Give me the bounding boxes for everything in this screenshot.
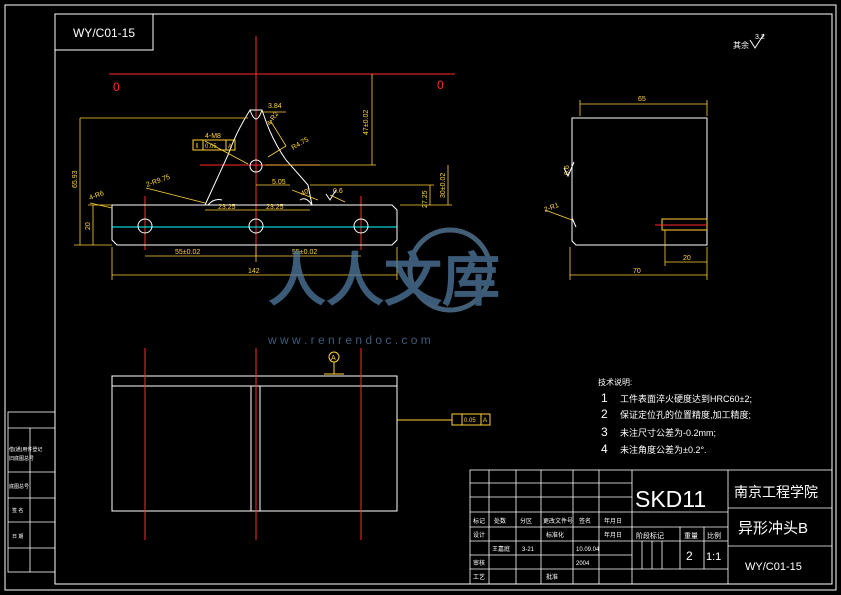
- note-4: 4 未注角度公差为±0.2°.: [601, 442, 707, 456]
- svg-text:审核: 审核: [473, 559, 485, 567]
- ratio-value: 1:1: [706, 551, 721, 563]
- side-dim-0-6: 0.6: [564, 165, 571, 175]
- weight-label: 重量: [684, 532, 698, 540]
- school-text: 南京工程学院: [734, 484, 818, 500]
- svg-text:年月日: 年月日: [604, 531, 622, 539]
- watermark: 人人文库 w w w . r e n r e n d o c . c o m: [267, 227, 500, 347]
- svg-text:保证定位孔的位置精度,加工精度;: 保证定位孔的位置精度,加工精度;: [620, 409, 751, 420]
- svg-text:4: 4: [601, 442, 608, 456]
- svg-text:1: 1: [601, 391, 608, 405]
- svg-text:批准: 批准: [546, 573, 558, 581]
- dim-20: 20: [85, 222, 92, 230]
- svg-text:2004: 2004: [576, 561, 590, 567]
- svg-text:工件表面淬火硬度达到HRC60±2;: 工件表面淬火硬度达到HRC60±2;: [620, 393, 752, 404]
- dim-4-r6: 4-R6: [88, 190, 105, 202]
- dim-142: 142: [248, 268, 260, 275]
- watermark-brand: 人人文库: [268, 248, 500, 313]
- svg-text:签 名: 签 名: [12, 507, 23, 514]
- dim-3-84: 3.84: [268, 103, 282, 110]
- watermark-url: w w w . r e n r e n d o c . c o m: [267, 333, 431, 347]
- dim-40-deg: 40°: [299, 186, 312, 198]
- dim-r4-75: R4.75: [291, 136, 311, 151]
- side-dim-65: 65: [638, 96, 646, 103]
- note-1: 1 工件表面淬火硬度达到HRC60±2;: [601, 391, 752, 405]
- dim-55-b: 55±0.02: [292, 249, 317, 256]
- dim-2-r9-75: 2-R9.75: [145, 174, 171, 189]
- front-view: 0 0: [72, 36, 455, 280]
- svg-text:分区: 分区: [520, 517, 532, 525]
- side-dim-20: 20: [683, 255, 691, 262]
- svg-text:3-21: 3-21: [522, 547, 535, 553]
- svg-text:0.05: 0.05: [205, 144, 217, 150]
- svg-text:其余: 其余: [733, 40, 749, 50]
- side-dim-2-r1: 2-R1: [543, 202, 560, 214]
- quantity-value: 2: [686, 549, 693, 563]
- dim-55-a: 55±0.02: [175, 249, 200, 256]
- drawing-no-text: WY/C01-15: [745, 561, 802, 573]
- dim-4-r2: 4-R2: [266, 111, 280, 128]
- svg-text:标记: 标记: [473, 517, 485, 525]
- material-text: SKD11: [635, 486, 706, 512]
- note-2: 2 保证定位孔的位置精度,加工精度;: [601, 407, 751, 421]
- svg-text:标准化: 标准化: [546, 531, 564, 539]
- svg-text:3.2: 3.2: [755, 34, 765, 41]
- dim-30: 30±0.02: [440, 173, 447, 198]
- dim-27-25: 27.25: [422, 190, 429, 208]
- svg-text:未注尺寸公差为-0.2mm;: 未注尺寸公差为-0.2mm;: [620, 427, 716, 438]
- svg-text:处数: 处数: [494, 517, 506, 525]
- left-register-table: 借(通)用件登记 旧底图总号 底图总号 签 名 日 期: [7, 411, 56, 573]
- dim-4-m8: 4-M8: [205, 133, 221, 140]
- zero-right: 0: [437, 78, 444, 92]
- svg-text:10.09.04: 10.09.04: [576, 547, 600, 553]
- top-tolerance-frame: 0.05 A: [397, 413, 491, 426]
- svg-text:签名: 签名: [579, 517, 591, 525]
- code-box: [54, 13, 154, 51]
- grade-label: 阶段标记: [636, 531, 664, 540]
- side-dim-70: 70: [633, 268, 641, 275]
- code-box-text: WY/C01-15: [73, 26, 135, 40]
- datum-a-label: A: [331, 355, 336, 362]
- svg-text:借(通)用件登记: 借(通)用件登记: [9, 446, 42, 453]
- surface-finish-symbol: 其余 3.2: [733, 33, 765, 50]
- svg-text:3: 3: [601, 425, 608, 439]
- svg-text:底图总号: 底图总号: [9, 483, 29, 490]
- scale-label: 比例: [707, 531, 721, 540]
- dim-47: 47±0.02: [363, 110, 370, 135]
- title-block: [469, 469, 833, 585]
- svg-text:王嘉庭: 王嘉庭: [492, 545, 510, 553]
- svg-text:旧底图总号: 旧底图总号: [9, 455, 34, 462]
- dim-65-93: 65.93: [72, 170, 79, 188]
- svg-text:设计: 设计: [473, 531, 485, 539]
- notes-heading: 技术说明:: [598, 377, 632, 387]
- dim-23-25-a: 23.25: [218, 204, 236, 211]
- side-view: 65 0.6 2-R1 20 70: [543, 96, 708, 280]
- svg-text:A: A: [483, 418, 487, 424]
- zero-left: 0: [113, 80, 120, 94]
- outer-frame: [4, 4, 837, 591]
- svg-text:未注角度公差为±0.2°.: 未注角度公差为±0.2°.: [620, 444, 707, 455]
- front-tolerance-frame: 0.05 A: [192, 139, 236, 151]
- inner-frame: [54, 13, 833, 585]
- part-name-text: 异形冲头B: [738, 520, 808, 537]
- svg-text:日 期: 日 期: [12, 534, 23, 540]
- svg-text:0.05: 0.05: [464, 418, 476, 424]
- dim-0-6: 0.6: [333, 188, 343, 195]
- svg-text:2: 2: [601, 407, 608, 421]
- svg-text:A: A: [228, 144, 232, 150]
- note-3: 3 未注尺寸公差为-0.2mm;: [601, 425, 716, 439]
- dim-5-05: 5.05: [272, 179, 286, 186]
- top-view: A 0.05 A: [111, 348, 491, 540]
- svg-text:工艺: 工艺: [473, 573, 485, 581]
- dim-23-25-b: 23.25: [266, 204, 284, 211]
- svg-text:更改文件号: 更改文件号: [543, 517, 573, 525]
- svg-text:年月日: 年月日: [604, 517, 622, 525]
- technical-notes: 技术说明: 1 工件表面淬火硬度达到HRC60±2; 2 保证定位孔的位置精度,…: [598, 377, 752, 456]
